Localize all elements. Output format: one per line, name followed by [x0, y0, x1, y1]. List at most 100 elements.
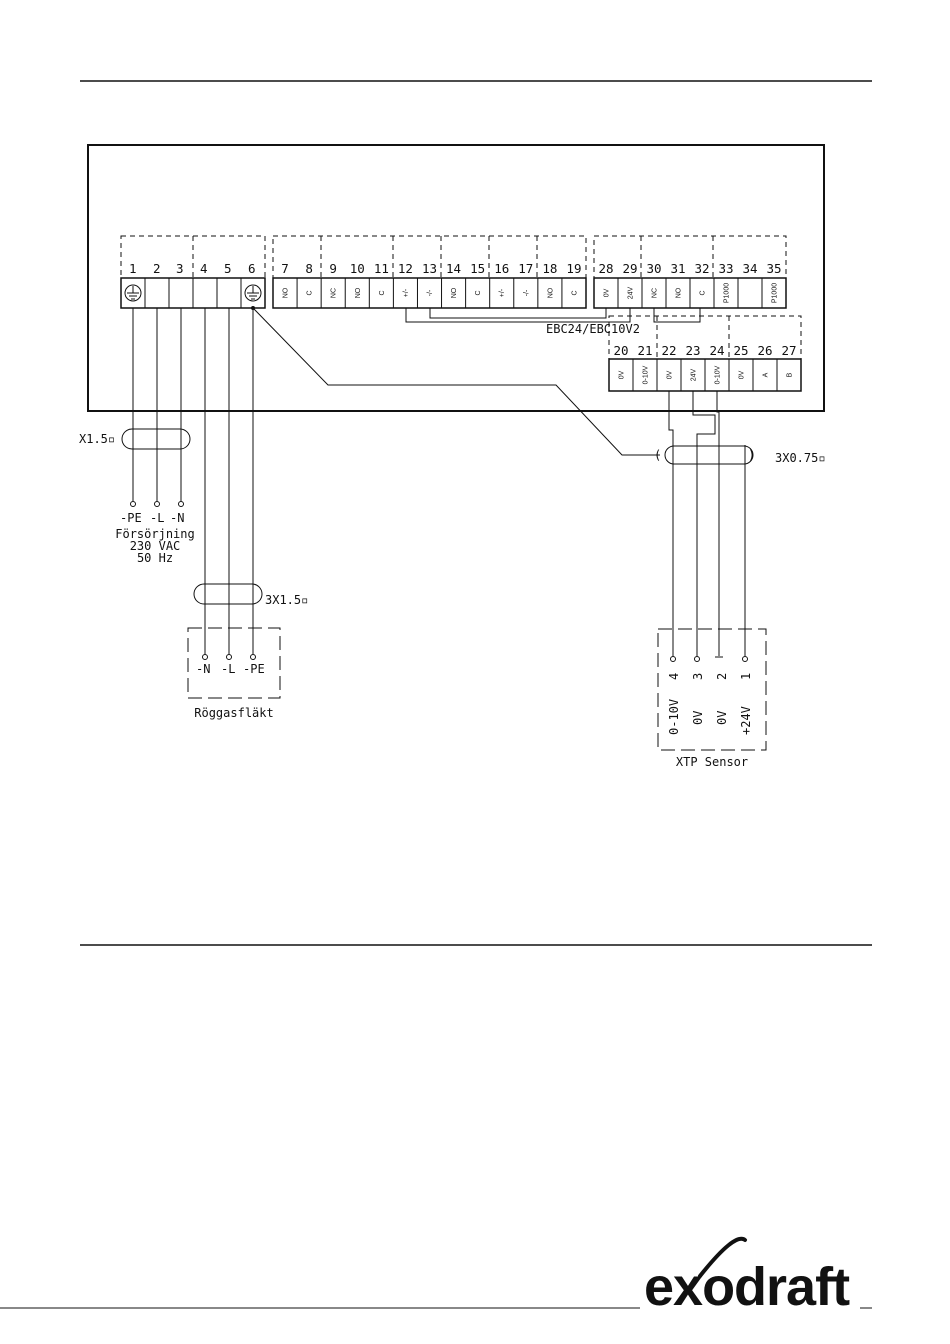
- terminal-label: -/-: [523, 289, 530, 296]
- supply-cable-label: X1.5▫: [79, 432, 115, 446]
- sensor-cable-sheath: [664, 445, 754, 465]
- terminal-number: 23: [685, 343, 700, 358]
- terminal-label: C: [475, 290, 482, 295]
- terminal-label: 0-10V: [715, 365, 722, 384]
- terminal-label: NC: [652, 288, 659, 298]
- terminal-label: C: [307, 290, 314, 295]
- terminal-number: 18: [542, 261, 557, 276]
- terminal-number: 5: [224, 261, 232, 276]
- supply-caption: Försörjning: [115, 527, 194, 541]
- terminal-label: 0V: [604, 288, 611, 297]
- terminal-number: 16: [494, 261, 509, 276]
- terminal-block-relays: 7NO8C9NC10NO11C12+/-13-/-14NO15C16+/-17-…: [272, 261, 587, 309]
- terminal-number: 24: [709, 343, 724, 358]
- terminal-label: A: [763, 372, 770, 377]
- fan-wires: [202, 308, 256, 660]
- fan-terminal-n: -N: [196, 662, 210, 676]
- fan-box: [187, 627, 281, 699]
- connection-dot: [251, 306, 255, 310]
- terminal-label: 0-10V: [643, 365, 650, 384]
- terminal-number: 7: [281, 261, 289, 276]
- sensor-caption: XTP Sensor: [676, 755, 748, 769]
- svg-text:1: 1: [739, 673, 753, 680]
- svg-text:0-10V: 0-10V: [667, 699, 681, 735]
- ebc-label: EBC24/EBC10V2: [546, 322, 640, 336]
- sensor-pin-numbers: 4 3 2 1: [667, 673, 753, 680]
- supply-cable-sheath: [121, 428, 191, 450]
- fan-cable-sheath: [193, 583, 263, 605]
- terminal-block-signals: 20 0V 21 0-10V 22 0V 23 24V 24 0-10V 25 0V 26A 27B: [608, 343, 802, 392]
- terminal-number: 15: [470, 261, 485, 276]
- terminal-number: 30: [646, 261, 661, 276]
- terminal-number: 35: [766, 261, 781, 276]
- terminal-number: 17: [518, 261, 533, 276]
- terminal-number: 1: [129, 261, 137, 276]
- terminal-number: 22: [661, 343, 676, 358]
- terminal-label: 0V: [619, 370, 626, 379]
- terminal-label: C: [700, 290, 707, 295]
- svg-text:4: 4: [667, 673, 681, 680]
- terminal-number: 2: [153, 261, 161, 276]
- sensor-cable-label: 3X0.75▫: [775, 451, 826, 465]
- terminal-number: 6: [248, 261, 256, 276]
- sensor-cable-open: (: [654, 448, 661, 462]
- terminal-number: 21: [637, 343, 652, 358]
- sensor-cable-close: ): [748, 448, 755, 462]
- terminal-number: 13: [422, 261, 437, 276]
- terminal-number: 19: [566, 261, 581, 276]
- supply-terminal-pe: -PE: [120, 511, 142, 525]
- supply-terminal-n: -N: [170, 511, 184, 525]
- terminal-number: 27: [781, 343, 796, 358]
- terminal-label: 0V: [667, 370, 674, 379]
- terminal-label: B: [787, 372, 794, 377]
- terminal-label: NO: [355, 287, 362, 298]
- terminal-number: 4: [200, 261, 208, 276]
- supply-frequency: 50 Hz: [137, 551, 173, 565]
- terminal-label: NO: [283, 287, 290, 298]
- terminal-label: NO: [547, 287, 554, 298]
- sensor-pin-labels: 0-10V 0V 0V +24V: [667, 699, 753, 735]
- terminal-label: NC: [331, 288, 338, 298]
- controller-enclosure: [87, 144, 825, 412]
- shield-wire: [252, 307, 660, 456]
- supply-wires: [130, 308, 184, 507]
- terminal-block-power: 1 2 3 4 5 6: [120, 261, 266, 309]
- terminal-number: 34: [742, 261, 757, 276]
- svg-text:+24V: +24V: [739, 706, 753, 735]
- svg-text:3: 3: [691, 673, 705, 680]
- terminal-number: 8: [305, 261, 313, 276]
- sensor-wires: [668, 391, 748, 662]
- terminal-number: 20: [613, 343, 628, 358]
- terminal-label: -/-: [427, 289, 434, 296]
- terminal-number: 9: [329, 261, 337, 276]
- terminal-groupings: [120, 235, 802, 360]
- terminal-label: P1000: [724, 283, 731, 303]
- supply-voltage: 230 VAC: [130, 539, 181, 553]
- terminal-label: 0V: [739, 370, 746, 379]
- fan-terminal-l: -L: [221, 662, 235, 676]
- svg-text:0V: 0V: [715, 711, 729, 725]
- terminal-number: 32: [694, 261, 709, 276]
- terminal-number: 29: [622, 261, 637, 276]
- terminal-number: 3: [176, 261, 184, 276]
- terminal-label: 24V: [628, 286, 635, 299]
- ground-icon: [244, 284, 262, 302]
- terminal-number: 11: [374, 261, 389, 276]
- terminal-number: 26: [757, 343, 772, 358]
- exodraft-logo: exodraft: [644, 1236, 851, 1317]
- terminal-number: 25: [733, 343, 748, 358]
- terminal-number: 28: [598, 261, 613, 276]
- supply-terminal-l: -L: [150, 511, 164, 525]
- svg-text:2: 2: [715, 673, 729, 680]
- terminal-number: 10: [350, 261, 365, 276]
- terminal-label: 24V: [691, 368, 698, 381]
- terminal-label: C: [571, 290, 578, 295]
- terminal-number: 14: [446, 261, 461, 276]
- terminal-label: NO: [676, 287, 683, 298]
- fan-terminal-pe: -PE: [243, 662, 265, 676]
- terminal-label: +/-: [499, 288, 506, 297]
- svg-text:0V: 0V: [691, 711, 705, 725]
- fan-cable-label: 3X1.5▫: [265, 593, 308, 607]
